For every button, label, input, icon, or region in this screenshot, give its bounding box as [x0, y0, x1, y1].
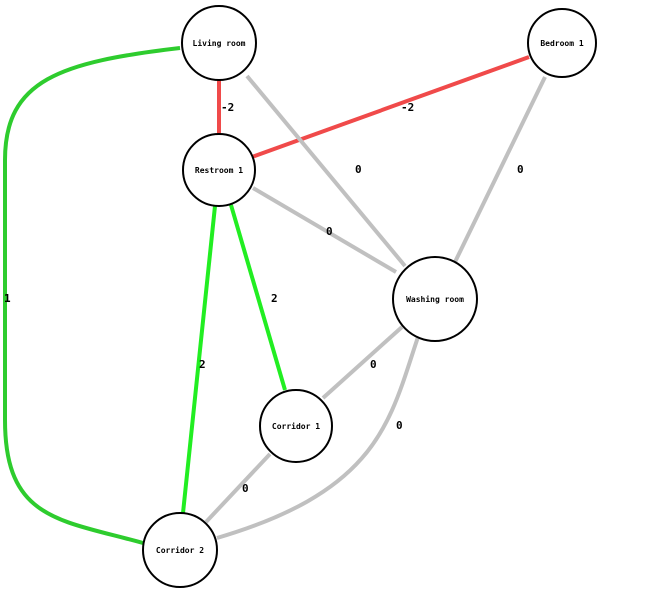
node-washing-room: Washing room: [392, 256, 478, 342]
edge-washing-room-corridor-2: [216, 336, 420, 540]
node-corridor-1-circle: [259, 389, 333, 463]
node-corridor-2-circle: [142, 512, 218, 588]
edge-washing-room-corridor-1: [321, 325, 404, 400]
edge-label-washing-room-corridor-2: 0: [396, 419, 403, 432]
node-corridor-2-label: Corridor 2: [156, 545, 204, 555]
edge-bedroom-1-restroom-1: [251, 55, 530, 159]
node-living-room: Living room: [181, 5, 257, 81]
node-washing-room-label: Washing room: [406, 294, 464, 304]
edge-living-room-washing-room: [245, 74, 407, 268]
edge-label-living-room-restroom-1: -2: [221, 101, 234, 114]
edge-label-living-room-corridor-2: 1: [4, 292, 11, 305]
node-bedroom-1-circle: [527, 8, 597, 78]
edge-bedroom-1-washing-room: [453, 76, 547, 263]
node-bedroom-1-label: Bedroom 1: [540, 39, 584, 48]
node-washing-room-circle: [392, 256, 478, 342]
edge-label-living-room-washing-room: 0: [355, 163, 362, 176]
node-living-room-label: Living room: [193, 38, 246, 48]
edge-label-bedroom-1-restroom-1: -2: [401, 101, 414, 114]
edge-label-corridor-1-corridor-2: 0: [242, 482, 249, 495]
node-restroom-1-label: Restroom 1: [195, 166, 243, 175]
node-living-room-circle: [181, 5, 257, 81]
node-restroom-1-circle: [182, 133, 256, 207]
edge-restroom-1-corridor-1: [229, 204, 287, 391]
edge-label-restroom-1-washing-room: 0: [326, 225, 333, 238]
edge-label-washing-room-corridor-1: 0: [370, 358, 377, 371]
node-corridor-1: Corridor 1: [259, 389, 333, 463]
node-corridor-2: Corridor 2: [142, 512, 218, 588]
node-restroom-1: Restroom 1: [182, 133, 256, 207]
edge-labels: -2 -2 0 0 0 2 2 1 0 0 0: [4, 101, 524, 495]
edge-label-bedroom-1-washing-room: 0: [517, 163, 524, 176]
edge-living-room-corridor-2: [2, 46, 181, 545]
node-corridor-1-label: Corridor 1: [272, 421, 320, 431]
edges: [2, 46, 547, 545]
edge-label-restroom-1-corridor-2: 2: [199, 358, 206, 371]
edge-corridor-1-corridor-2: [204, 452, 272, 524]
edge-restroom-1-washing-room: [251, 186, 398, 274]
edge-restroom-1-corridor-2: [181, 205, 217, 514]
nodes: Living room Bedroom 1 Restroom 1 Washing…: [142, 5, 597, 588]
edge-label-restroom-1-corridor-1: 2: [271, 292, 278, 305]
node-bedroom-1: Bedroom 1: [527, 8, 597, 78]
